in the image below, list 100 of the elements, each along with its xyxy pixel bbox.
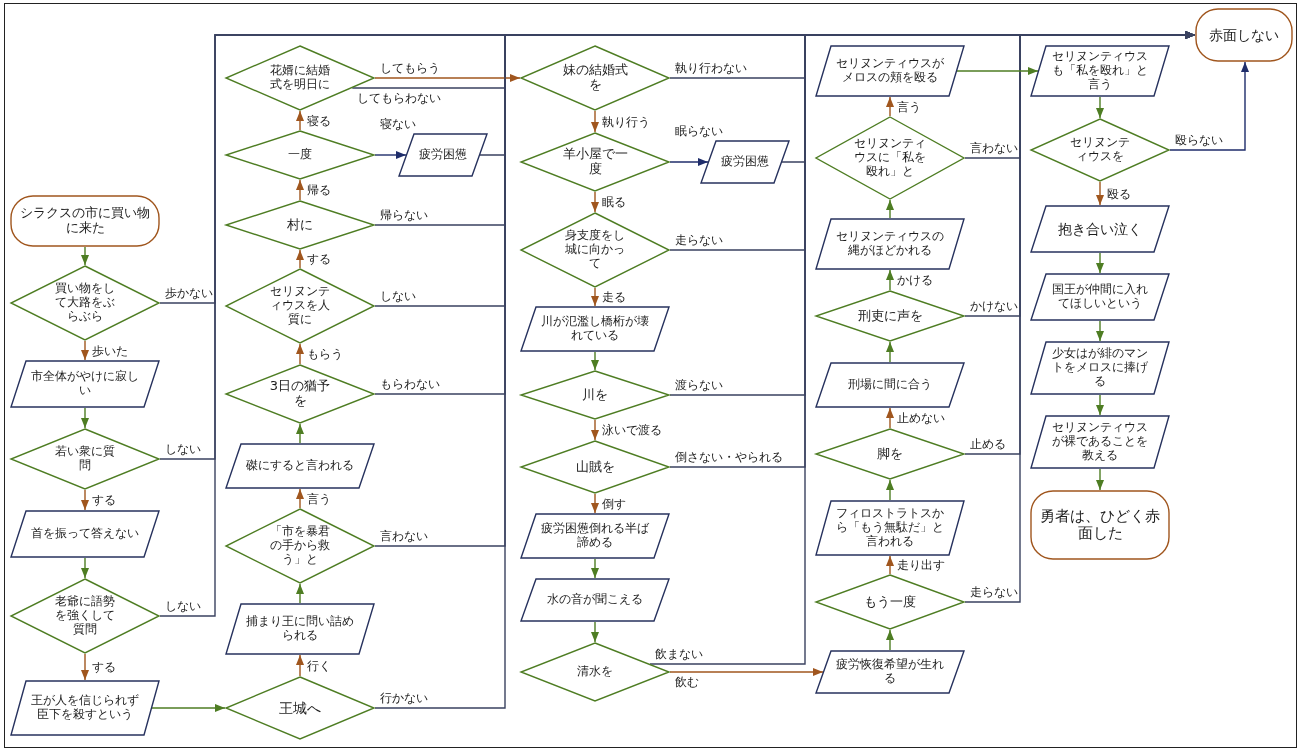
process-parallelogram — [1030, 45, 1170, 97]
flow-arrow — [886, 96, 894, 117]
edge-label: 渡らない — [674, 378, 724, 392]
node-text: 花婿に結婚式を明日に — [269, 64, 331, 92]
flow-arrow — [669, 158, 709, 166]
edge-label: 言わない — [379, 529, 429, 543]
node-text: 一度 — [288, 148, 312, 162]
flow-arrow — [591, 191, 599, 213]
process-parallelogram — [1030, 341, 1170, 395]
process-parallelogram — [225, 603, 375, 655]
node-text: 3日の猶予を — [268, 379, 332, 409]
flow-arrow — [296, 654, 304, 677]
process-parallelogram — [815, 218, 965, 270]
node-text: セリヌンティウスが裸であることを教える — [1051, 421, 1149, 463]
terminal-box — [1195, 8, 1293, 62]
flow-arrow — [1096, 181, 1104, 206]
flow-arrow — [1096, 96, 1104, 119]
decision-diamond — [520, 370, 670, 420]
terminal-box — [10, 195, 160, 247]
decision-diamond — [225, 200, 375, 250]
node-text: 王が人を信じられず臣下を殺すという — [30, 694, 140, 722]
decision-diamond — [10, 265, 160, 341]
flow-arrow — [886, 629, 894, 651]
process-parallelogram — [700, 140, 790, 184]
node-text: セリヌンティウスも「私を殴れ」と言う — [1051, 50, 1149, 92]
flow-arrow — [956, 67, 1039, 75]
flow-arrow — [591, 110, 599, 133]
decision-diamond — [225, 268, 375, 344]
edge-label: する — [91, 493, 117, 507]
node-text: 疲労困憊倒れる半ば諦める — [540, 522, 650, 550]
decision-diamond — [10, 428, 160, 490]
node-text: 清水を — [577, 665, 613, 679]
flow-arrow — [886, 555, 894, 575]
process-parallelogram — [520, 306, 670, 352]
edge-label: しない — [164, 442, 202, 456]
flow-arrow — [296, 179, 304, 201]
node-text: 村に — [287, 217, 313, 233]
decision-diamond — [225, 364, 375, 424]
edge-label: してもらわない — [356, 91, 443, 105]
process-parallelogram — [10, 680, 160, 736]
flow-arrow — [296, 423, 304, 444]
node-text: 疲労困憊 — [721, 155, 769, 169]
flow-arrow — [886, 341, 894, 363]
process-parallelogram — [815, 500, 965, 556]
flow-arrow — [591, 493, 599, 514]
node-text: 赤面しない — [1209, 26, 1279, 44]
flow-arrow — [374, 74, 521, 82]
flow-arrow — [296, 583, 304, 604]
decision-diamond — [225, 508, 375, 584]
node-text: 山賊を — [575, 459, 615, 475]
process-parallelogram — [10, 360, 160, 408]
edge-label: 殴る — [1106, 186, 1132, 201]
flow-arrow — [886, 407, 894, 429]
process-parallelogram — [520, 578, 670, 622]
node-text: 疲労困憊 — [419, 148, 467, 162]
node-text: 捕まり王に問い詰められる — [245, 615, 355, 643]
flow-arrow — [1096, 320, 1104, 342]
flow-arrow — [296, 488, 304, 509]
node-text: セリヌンティウスを — [1069, 136, 1131, 164]
decision-diamond — [1030, 118, 1170, 182]
process-parallelogram — [815, 650, 965, 694]
node-text: セリヌンティウスの縄がほどかれる — [835, 230, 945, 258]
edge-label: かける — [896, 273, 934, 287]
flow-arrow — [1169, 61, 1249, 151]
process-parallelogram — [1030, 273, 1170, 321]
node-text: セリヌンティウスがメロスの頬を殴る — [835, 57, 945, 85]
node-text: フィロストラトスから「もう無駄だ」と言われる — [835, 507, 945, 549]
node-text: 刑吏に声を — [857, 308, 923, 324]
decision-diamond — [225, 130, 375, 180]
node-text: 疲労恢復希望が生れる — [835, 658, 945, 686]
edge-label: 言わない — [969, 141, 1019, 155]
process-parallelogram — [1030, 415, 1170, 469]
node-text: 羊小屋で一度 — [562, 147, 628, 177]
edge-label: 眠る — [601, 195, 627, 209]
flow-arrow — [81, 653, 89, 681]
edge-label: する — [306, 252, 332, 266]
node-text: 川を — [582, 387, 608, 403]
node-text: 買い物をして大路をぶらぶら — [54, 282, 116, 324]
edge-label: 歩いた — [91, 343, 129, 358]
node-text: 首を振って答えない — [31, 527, 139, 541]
flow-arrow — [1096, 394, 1104, 416]
decision-diamond — [520, 440, 670, 494]
flow-arrow — [296, 343, 304, 365]
edge-label: 走らない — [674, 233, 724, 247]
node-text: 若い衆に質問 — [54, 445, 116, 473]
node-text: 妹の結婚式を — [562, 63, 628, 93]
decision-diamond — [815, 428, 965, 480]
flow-arrow — [81, 246, 89, 266]
node-text: もう一度 — [864, 594, 916, 610]
process-parallelogram — [815, 362, 965, 408]
edge-label: 止める — [969, 437, 1007, 451]
flow-arrow — [669, 668, 824, 676]
node-text: 身支度をし城に向かって — [564, 229, 626, 271]
decision-diamond — [520, 212, 670, 288]
flow-arrow — [591, 419, 599, 441]
process-parallelogram — [520, 513, 670, 559]
edge-label: 飲まない — [654, 647, 704, 661]
flow-arrow — [591, 621, 599, 643]
edge-label: 泳いで渡る — [601, 423, 663, 437]
flow-arrow — [591, 558, 599, 579]
